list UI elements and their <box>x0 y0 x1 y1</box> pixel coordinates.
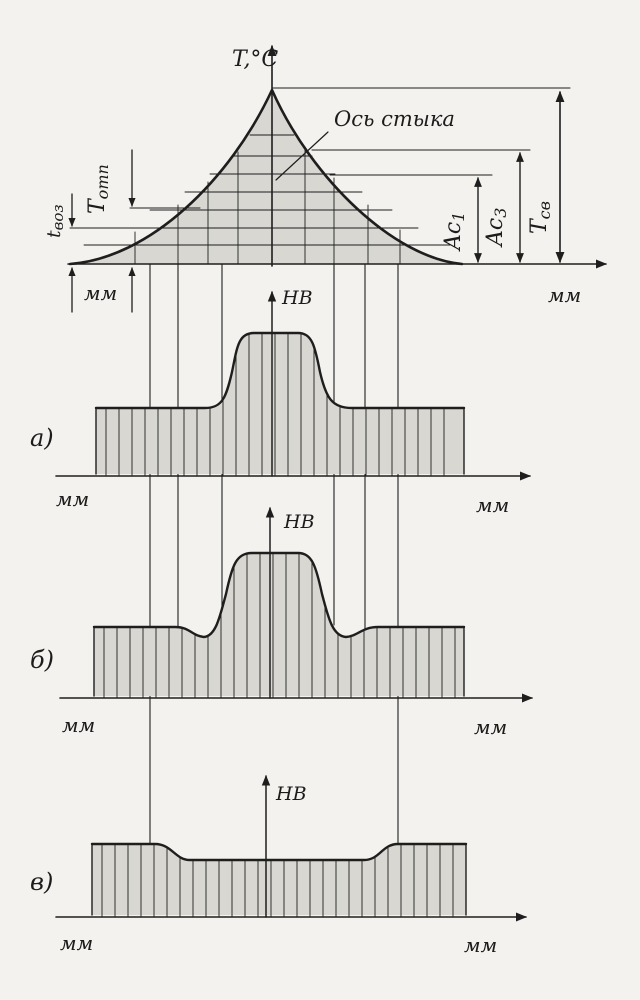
label-ac3-sub: 3 <box>491 208 510 218</box>
panel-a: HB а) мм мм <box>30 287 532 517</box>
panel-c-unit-left: мм <box>60 931 93 955</box>
panel-c: HB в) мм мм <box>30 774 528 957</box>
label-t-sv-sub: св <box>535 201 554 219</box>
label-t-otp: Tотп <box>85 164 112 214</box>
label-t-otp-main: T <box>85 197 110 214</box>
label-t-otp-sub: отп <box>93 164 112 199</box>
panel-a-hb-label: HB <box>281 287 313 309</box>
temperature-x-unit-left: мм <box>84 281 117 305</box>
panel-a-letter: а) <box>30 424 54 452</box>
panel-c-unit-right: мм <box>464 933 497 957</box>
label-ac3-main: Ac <box>483 218 508 248</box>
panel-c-hatch <box>101 843 454 918</box>
temperature-x-unit-right: мм <box>548 283 581 307</box>
label-t-sv: Tсв <box>527 201 554 234</box>
temperature-grid <box>83 134 451 265</box>
panel-c-letter: в) <box>30 868 53 896</box>
axis-annotation-label: Ось стыка <box>334 107 455 131</box>
label-ac1-main: Ac <box>441 222 466 252</box>
panel-b-curve <box>92 551 466 639</box>
temperature-fill <box>70 90 462 264</box>
panel-a-unit-left: мм <box>56 487 89 511</box>
panel-a-curve <box>94 331 466 410</box>
temperature-level-lines <box>69 87 571 229</box>
panel-b-unit-right: мм <box>474 715 507 739</box>
temperature-axis-label: T,°C <box>232 47 278 72</box>
panel-b: HB б) мм мм <box>30 506 534 739</box>
panel-b-hb-label: HB <box>283 511 315 533</box>
panel-b-letter: б) <box>30 646 54 674</box>
label-t-voz: tвоз <box>43 204 67 238</box>
label-ac3: Ac3 <box>483 208 510 248</box>
panel-a-fill <box>96 333 464 474</box>
panel-a-unit-right: мм <box>476 493 509 517</box>
panel-a-hatch <box>105 332 445 477</box>
temperature-chart: T,°C Ось стыка tвоз Tотп Ac1 Ac3 Tсв мм … <box>43 44 608 313</box>
panel-b-hatch <box>103 552 456 699</box>
label-ac1-sub: 1 <box>449 212 468 222</box>
label-t-sv-main: T <box>527 217 552 234</box>
panel-c-curve <box>90 842 468 862</box>
label-t-voz-sub: воз <box>49 204 67 230</box>
panel-c-hb-label: HB <box>275 783 307 805</box>
label-t-voz-main: t <box>43 230 65 238</box>
panel-b-fill <box>94 553 464 696</box>
panel-c-fill <box>92 844 466 915</box>
label-ac1: Ac1 <box>441 212 468 252</box>
panel-b-unit-left: мм <box>62 713 95 737</box>
axis-annotation-leader <box>275 131 329 181</box>
